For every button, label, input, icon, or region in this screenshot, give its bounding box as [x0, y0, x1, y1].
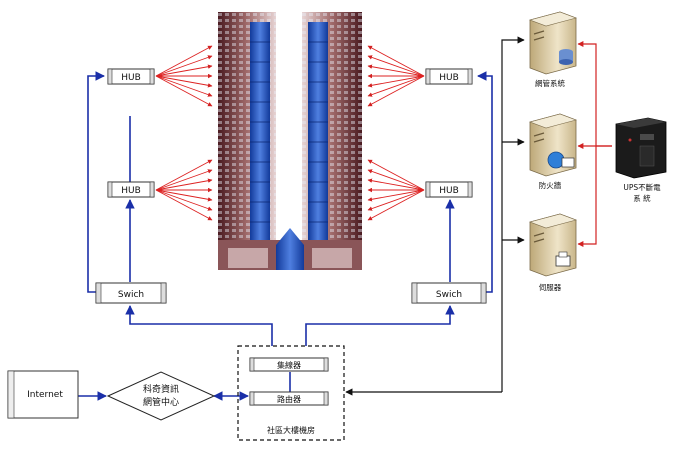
center-label-line1: 科奇資訊: [143, 383, 179, 395]
concentrator-box: 集線器: [249, 357, 329, 372]
hub-label: HUB: [121, 186, 141, 196]
center-label-line2: 網管中心: [143, 396, 179, 408]
server-network-mgmt: 網管系統: [529, 11, 577, 88]
ups-label-line2: 系 統: [633, 193, 651, 203]
ups-power-links: [577, 41, 612, 247]
hub-right-top: HUB: [425, 68, 473, 85]
server-label-host: 伺服器: [539, 282, 562, 292]
internet-label: Internet: [27, 390, 63, 400]
hub-left-bottom: HUB: [107, 181, 155, 198]
fanout-left-bottom: [155, 159, 213, 221]
hub-label: HUB: [439, 186, 459, 196]
fanout-left-top: [155, 45, 213, 107]
server-label-firewall: 防火牆: [539, 180, 562, 190]
internet-box: Internet: [7, 370, 79, 419]
hub-left-top: HUB: [107, 68, 155, 85]
printer-icon: [555, 255, 571, 267]
machine-room: 集線器 路由器 社區大樓機房: [237, 345, 345, 441]
hub-label: HUB: [439, 73, 459, 83]
shield-icon: [561, 157, 575, 168]
hub-label: HUB: [121, 73, 141, 83]
ups-device: UPS不斷電 系 統: [615, 117, 667, 203]
router-label: 路由器: [277, 394, 301, 404]
fanout-right-top: [367, 45, 425, 107]
hub-right-bottom: HUB: [425, 181, 473, 198]
building-left-tower: [218, 12, 276, 270]
blue-links: [69, 71, 493, 401]
switch-label: Swich: [436, 290, 462, 300]
concentrator-label: 集線器: [277, 360, 301, 370]
server-firewall: 防火牆: [529, 113, 577, 190]
management-center-node: 科奇資訊 網管中心: [106, 371, 216, 421]
switch-label: Swich: [118, 290, 144, 300]
switch-right: Swich: [411, 282, 487, 304]
globe-icon: [547, 151, 565, 169]
server-host: 伺服器: [529, 213, 577, 292]
ups-label-line1: UPS不斷電: [623, 182, 661, 192]
switch-left: Swich: [95, 282, 167, 304]
fanout-right-bottom: [367, 159, 425, 221]
server-label-network-mgmt: 網管系統: [535, 78, 565, 88]
machine-room-label: 社區大樓機房: [267, 425, 315, 435]
building-base: [218, 228, 362, 270]
building-right-tower: [302, 12, 362, 270]
router-box: 路由器: [249, 391, 329, 406]
server-link: [345, 36, 525, 396]
